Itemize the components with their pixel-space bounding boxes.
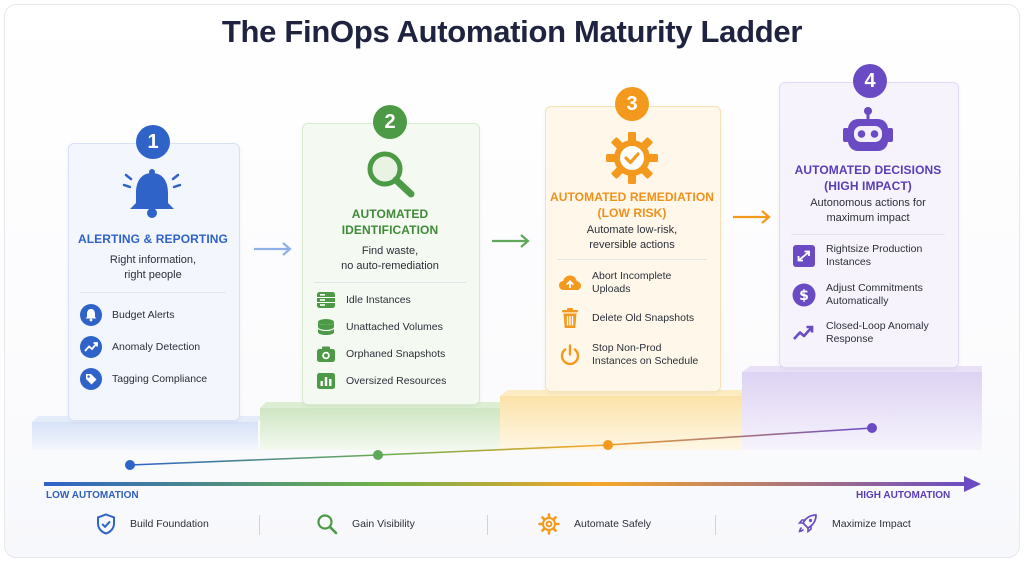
list-item: Unattached Volumes	[316, 318, 443, 336]
automation-axis-bar	[44, 482, 969, 486]
tag-icon	[80, 368, 102, 390]
step-badge-2: 2	[373, 105, 407, 139]
progression-dot-2	[373, 450, 383, 460]
bar-chart-icon	[316, 372, 336, 390]
gear-icon	[538, 513, 560, 535]
footer-item-automate-safely: Automate Safely	[538, 513, 651, 535]
progression-axis	[44, 423, 981, 492]
camera-icon	[316, 345, 336, 363]
step-description-3: Automate low-risk, reversible actions	[586, 224, 678, 251]
dollar-icon: $	[792, 283, 816, 307]
step-heading-1: ALERTING & REPORTING	[77, 232, 228, 246]
arrow-right-icon	[254, 242, 292, 256]
step-description-1: Right information, right people	[109, 254, 197, 281]
database-icon	[316, 318, 336, 336]
step-divider-1	[80, 292, 226, 293]
platform-4	[742, 372, 982, 450]
power-icon	[558, 344, 582, 366]
footer-item-maximize-impact: Maximize Impact	[796, 513, 911, 535]
progression-dot-1	[125, 460, 135, 470]
step-heading-2: AUTOMATED IDENTIFICATION	[341, 207, 439, 237]
list-item: Anomaly Detection	[80, 336, 200, 358]
server-icon	[316, 291, 336, 309]
bell-icon	[122, 169, 182, 218]
trend-icon	[80, 336, 102, 358]
gear-check-icon	[606, 132, 658, 184]
step-description-4: Autonomous actions for maximum impact	[810, 197, 926, 224]
step-divider-3	[557, 259, 707, 260]
footer-separator	[259, 515, 260, 535]
bell-icon	[80, 304, 102, 326]
step-badge-1: 1	[136, 125, 170, 159]
list-item: Oversized Resources	[316, 372, 446, 390]
footer-separator	[715, 515, 716, 535]
list-item: Idle Instances	[316, 291, 411, 309]
footer-item-build-foundation: Build Foundation	[96, 513, 209, 535]
list-item: Tagging Compliance	[80, 368, 207, 390]
footer-separator	[487, 515, 488, 535]
trend-icon	[792, 322, 816, 344]
list-item: Budget Alerts	[80, 304, 174, 326]
shield-check-icon	[96, 513, 116, 535]
step-heading-4: AUTOMATED DECISIONS (HIGH IMPACT)	[794, 163, 942, 193]
arrow-right-icon	[733, 210, 771, 224]
progression-line	[129, 427, 873, 466]
arrow-right-icon	[492, 234, 530, 248]
platform-2	[260, 408, 500, 450]
list-item: Delete Old Snapshots	[558, 307, 694, 329]
progression-dot-3	[603, 440, 613, 450]
high-automation-label: HIGH AUTOMATION	[856, 490, 951, 501]
robot-icon	[843, 107, 893, 151]
axis-arrowhead	[964, 476, 981, 492]
platform-1	[32, 422, 258, 450]
trash-icon	[558, 307, 582, 329]
progression-dot-4	[867, 423, 877, 433]
step-divider-2	[314, 282, 466, 283]
magnifier-icon	[367, 151, 415, 198]
platform-3	[500, 396, 742, 450]
rocket-icon	[796, 513, 818, 535]
magnifier-icon	[316, 513, 338, 535]
list-item: Orphaned Snapshots	[316, 345, 445, 363]
cloud-upload-icon	[558, 272, 582, 294]
step-heading-3: AUTOMATED REMEDIATION (LOW RISK)	[549, 190, 715, 220]
step-badge-4: 4	[853, 64, 887, 98]
resize-icon	[792, 245, 816, 267]
low-automation-label: LOW AUTOMATION	[46, 490, 139, 501]
step-description-2: Find waste, no auto-remediation	[341, 245, 439, 272]
footer-item-gain-visibility: Gain Visibility	[316, 513, 415, 535]
step-divider-4	[791, 234, 945, 235]
step-badge-3: 3	[615, 87, 649, 121]
svg-text:$: $	[799, 288, 809, 304]
page-title: The FinOps Automation Maturity Ladder	[221, 14, 803, 49]
